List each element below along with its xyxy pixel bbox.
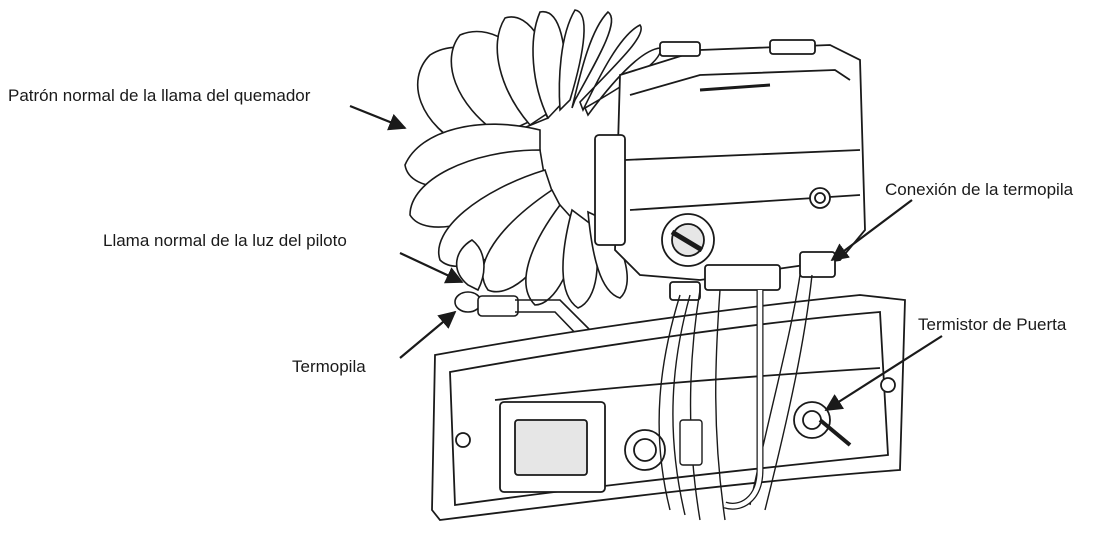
pilot-assembly [454,239,601,361]
label-burner-flame-pattern: Patrón normal de la llama del quemador [8,86,311,105]
arrow-thermopile [399,310,457,359]
gas-control-housing [594,39,866,301]
wiring [658,274,813,521]
mounting-plate [431,294,906,521]
arrow-burner-flame [349,104,407,131]
label-pilot-flame: Llama normal de la luz del piloto [103,231,347,250]
arrow-thermopile-connection [830,199,913,262]
arrow-pilot-flame [399,252,464,284]
label-thermopile: Termopila [292,357,366,376]
leader-arrows [349,104,943,411]
arrow-door-thermistor [824,335,943,411]
label-door-thermistor: Termistor de Puerta [918,315,1067,334]
label-thermopile-connection: Conexión de la termopila [885,180,1074,199]
